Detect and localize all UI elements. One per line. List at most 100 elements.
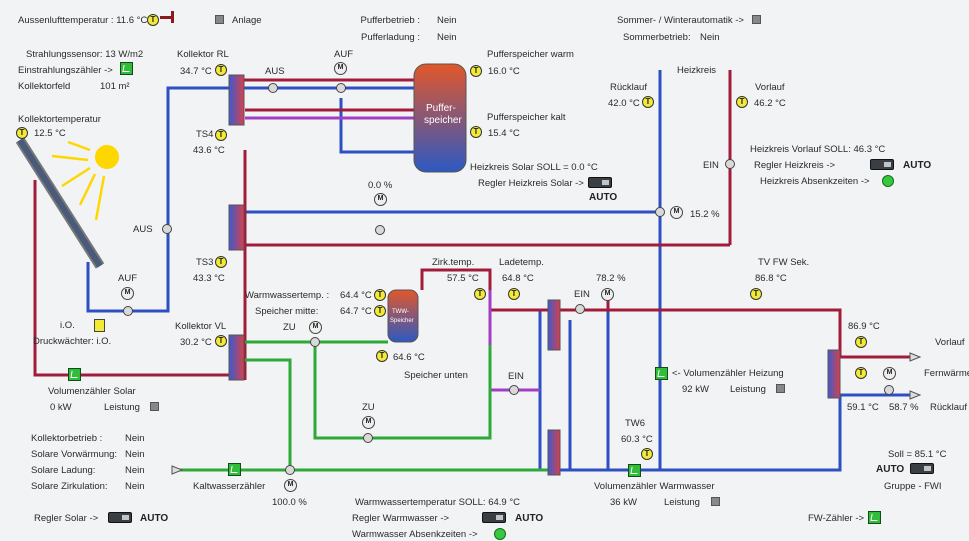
kaltwasser-valve-icon[interactable] — [285, 465, 295, 475]
speicher-unten-sensor-icon[interactable]: T — [376, 350, 388, 362]
regler-solar-mode: AUTO — [140, 513, 169, 524]
ruecklauf-sensor-icon[interactable]: T — [642, 96, 654, 108]
heizkreis-label: Heizkreis — [677, 65, 717, 76]
pump-auf-icon[interactable]: M — [334, 62, 347, 75]
fw-vorlauf-label: Vorlauf — [935, 337, 965, 348]
anlage-indicator[interactable] — [215, 15, 224, 24]
ts4-sensor-icon[interactable]: T — [215, 129, 227, 141]
valve-aus2-icon[interactable] — [162, 224, 172, 234]
puffer-warm-sensor-icon[interactable]: T — [470, 65, 482, 77]
valve-auf-icon[interactable] — [336, 83, 346, 93]
ruecklauf-value: 42.0 °C — [608, 98, 640, 109]
regler-heizkreis-mode: AUTO — [903, 160, 932, 171]
mix1-pump-icon[interactable]: M — [374, 193, 387, 206]
einstrahlung-meter-icon[interactable] — [120, 62, 133, 75]
ts3-label: TS3 — [196, 257, 214, 268]
kollektorfeld-label: Kollektorfeld — [18, 81, 71, 92]
ww-soll-label: Warmwassertemperatur SOLL: 64.9 °C — [355, 497, 521, 508]
fw-pump-icon[interactable]: M — [883, 367, 896, 380]
status-label: Solare Ladung: — [31, 465, 96, 476]
vz-heizung-icon[interactable] — [655, 367, 668, 380]
fw-leistung-indicator[interactable] — [776, 384, 785, 393]
pufferladung-label: Pufferladung : — [361, 32, 420, 43]
valve-auf2-icon[interactable] — [123, 306, 133, 316]
pump-auf2-label: AUF — [118, 273, 137, 284]
season-indicator[interactable] — [752, 15, 761, 24]
volumenzaehler-solar-icon[interactable] — [68, 368, 81, 381]
regler-ww-switch[interactable] — [482, 512, 506, 523]
tw6-label: TW6 — [625, 418, 646, 429]
mix1-valve-icon[interactable] — [375, 225, 385, 235]
vorlauf-sensor-icon[interactable]: T — [736, 96, 748, 108]
fw-ruecklauf-sensor-icon[interactable]: T — [855, 367, 867, 379]
ladetemp-sensor-icon[interactable]: T — [508, 288, 520, 300]
outside-temp-label: Aussenlufttemperatur : 11.6 °C — [18, 15, 148, 26]
fw-zaehler-icon[interactable] — [868, 511, 881, 524]
status-label: Solare Zirkulation: — [31, 481, 108, 492]
fw-valve-icon[interactable] — [884, 385, 894, 395]
vz-heizung-kw: 92 kW — [682, 384, 709, 395]
ww-temp-sensor-icon[interactable]: T — [374, 289, 386, 301]
puffer-kalt-sensor-icon[interactable]: T — [470, 126, 482, 138]
ts3-sensor-icon[interactable]: T — [215, 256, 227, 268]
solar-leistung-label: Leistung — [104, 402, 140, 413]
puffer-warm-value: 16.0 °C — [488, 66, 520, 77]
status-value: Nein — [125, 465, 145, 476]
fw-switch[interactable] — [910, 463, 934, 474]
regler-heizkreis-switch[interactable] — [870, 159, 894, 170]
zu1-valve-icon[interactable] — [310, 337, 320, 347]
tw6-sensor-icon[interactable]: T — [641, 448, 653, 460]
kollektor-rl-sensor-icon[interactable]: T — [215, 64, 227, 76]
ww-valve2-icon[interactable] — [509, 385, 519, 395]
heizkreis-solar-switch[interactable] — [588, 177, 612, 188]
tv-fw-sek-sensor-icon[interactable]: T — [750, 288, 762, 300]
speicher-unten-value: 64.6 °C — [393, 352, 425, 363]
speicher-mitte-sensor-icon[interactable]: T — [374, 305, 386, 317]
ww-leistung-indicator[interactable] — [711, 497, 720, 506]
fw-mode: AUTO — [876, 464, 905, 475]
ww-pct-value: 78.2 % — [596, 273, 626, 284]
zu2-valve-icon[interactable] — [363, 433, 373, 443]
regler-heizkreis-label: Regler Heizkreis -> — [754, 160, 836, 171]
ladetemp-label: Ladetemp. — [499, 257, 544, 268]
kollektor-vl-sensor-icon[interactable]: T — [215, 335, 227, 347]
kollektortemp-value: 12.5 °C — [34, 128, 66, 139]
ww-valve-icon[interactable] — [575, 304, 585, 314]
kollektortemp-sensor-icon[interactable]: T — [16, 127, 28, 139]
regler-solar-switch[interactable] — [108, 512, 132, 523]
zirk-temp-label: Zirk.temp. — [432, 257, 475, 268]
heizkreis-solar-regler-label: Regler Heizkreis Solar -> — [478, 178, 584, 189]
kaltwasser-meter-icon[interactable] — [228, 463, 241, 476]
valve-aus-label: AUS — [265, 66, 285, 77]
volumenzaehler-solar-label: Volumenzähler Solar — [48, 386, 136, 397]
valve-aus-icon[interactable] — [268, 83, 278, 93]
fw-pct: 58.7 % — [889, 402, 919, 413]
zu2-pump-icon[interactable]: M — [362, 416, 375, 429]
ww-absenk-clock-icon[interactable] — [494, 528, 506, 540]
speicher-mitte-value: 64.7 °C — [340, 306, 372, 317]
ts4-value: 43.6 °C — [193, 145, 225, 156]
mix2-pump-icon[interactable]: M — [670, 206, 683, 219]
heizkreis-absenk-clock-icon[interactable] — [882, 175, 894, 187]
zu1-pump-icon[interactable]: M — [309, 321, 322, 334]
vz-warmwasser-icon[interactable] — [628, 464, 641, 477]
heizkreis-valve-icon[interactable] — [725, 159, 735, 169]
sun-icon — [51, 140, 119, 221]
mix2-valve-icon[interactable] — [655, 207, 665, 217]
status-label: Solare Vorwärmung: — [31, 449, 118, 460]
zu2-label: ZU — [362, 402, 375, 413]
zu1-label: ZU — [283, 322, 296, 333]
druckwaechter-label: Druckwächter: i.O. — [33, 336, 112, 347]
kollektor-rl-value: 34.7 °C — [180, 66, 212, 77]
ww-pump-icon[interactable]: M — [601, 288, 614, 301]
kaltwasser-pump-icon[interactable]: M — [284, 479, 297, 492]
pump-auf2-icon[interactable]: M — [121, 287, 134, 300]
season-auto-label: Sommer- / Winterautomatik -> — [617, 15, 744, 26]
solar-leistung-indicator[interactable] — [150, 402, 159, 411]
vz-heizung-label: <- Volumenzähler Heizung — [672, 368, 784, 379]
fw-leistung-label: Leistung — [730, 384, 766, 395]
outside-sensor-icon: T — [147, 14, 159, 26]
zirk-sensor-icon[interactable]: T — [474, 288, 486, 300]
status-value: Nein — [125, 449, 145, 460]
fw-vorlauf-sensor-icon[interactable]: T — [855, 336, 867, 348]
